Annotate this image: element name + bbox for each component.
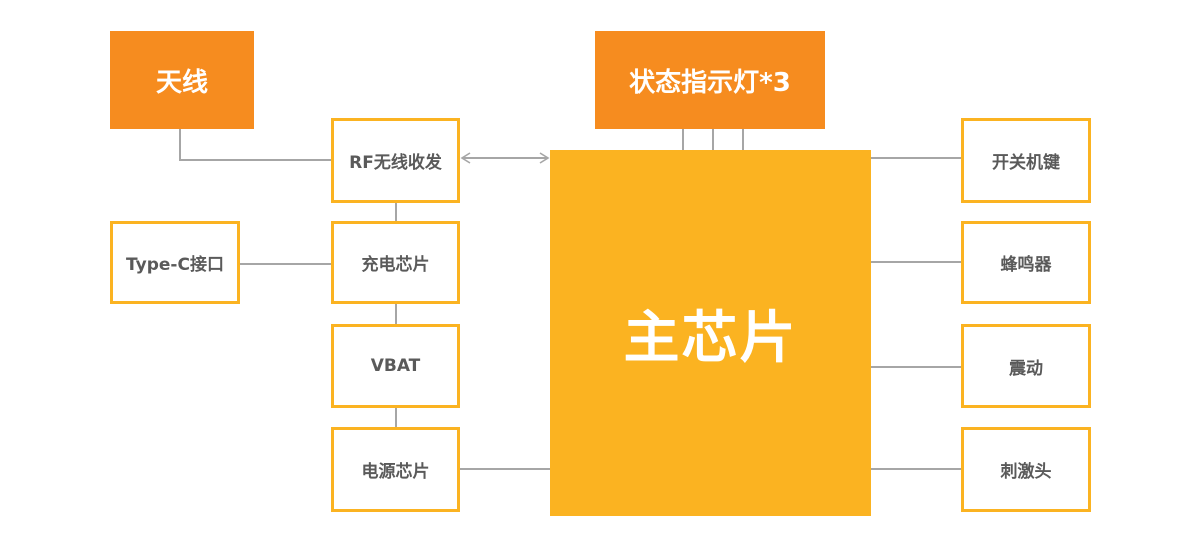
antenna-to-rf-line — [179, 129, 331, 161]
charging-chip-block: 充电芯片 — [331, 221, 460, 304]
vibration-block: 震动 — [961, 324, 1091, 408]
status-leds-block: 状态指示灯*3 — [595, 31, 825, 129]
power-key-block: 开关机键 — [961, 118, 1091, 203]
stimulator-block: 刺激头 — [961, 427, 1091, 512]
vbat-label: VBAT — [370, 356, 421, 376]
power-key-label: 开关机键 — [992, 153, 1060, 173]
power-chip-block: 电源芯片 — [331, 427, 460, 512]
main-chip-block: 主芯片 — [550, 150, 871, 516]
rf-transceiver-label: RF无线收发 — [349, 153, 442, 173]
antenna-block: 天线 — [110, 31, 254, 129]
vbat-block: VBAT — [331, 324, 460, 408]
buzzer-block: 蜂鸣器 — [961, 221, 1091, 304]
main-chip-label: 主芯片 — [623, 305, 798, 371]
status-leds-label: 状态指示灯*3 — [629, 67, 791, 98]
charging-chip-label: 充电芯片 — [361, 255, 430, 275]
type-c-port-block: Type-C接口 — [110, 221, 240, 304]
type-c-port-label: Type-C接口 — [126, 255, 224, 275]
vibration-label: 震动 — [1009, 358, 1043, 379]
buzzer-label: 蜂鸣器 — [1000, 255, 1052, 275]
power-chip-label: 电源芯片 — [361, 462, 430, 482]
stimulator-label: 刺激头 — [1000, 462, 1052, 482]
rf-transceiver-block: RF无线收发 — [331, 118, 460, 203]
antenna-label: 天线 — [155, 67, 208, 98]
